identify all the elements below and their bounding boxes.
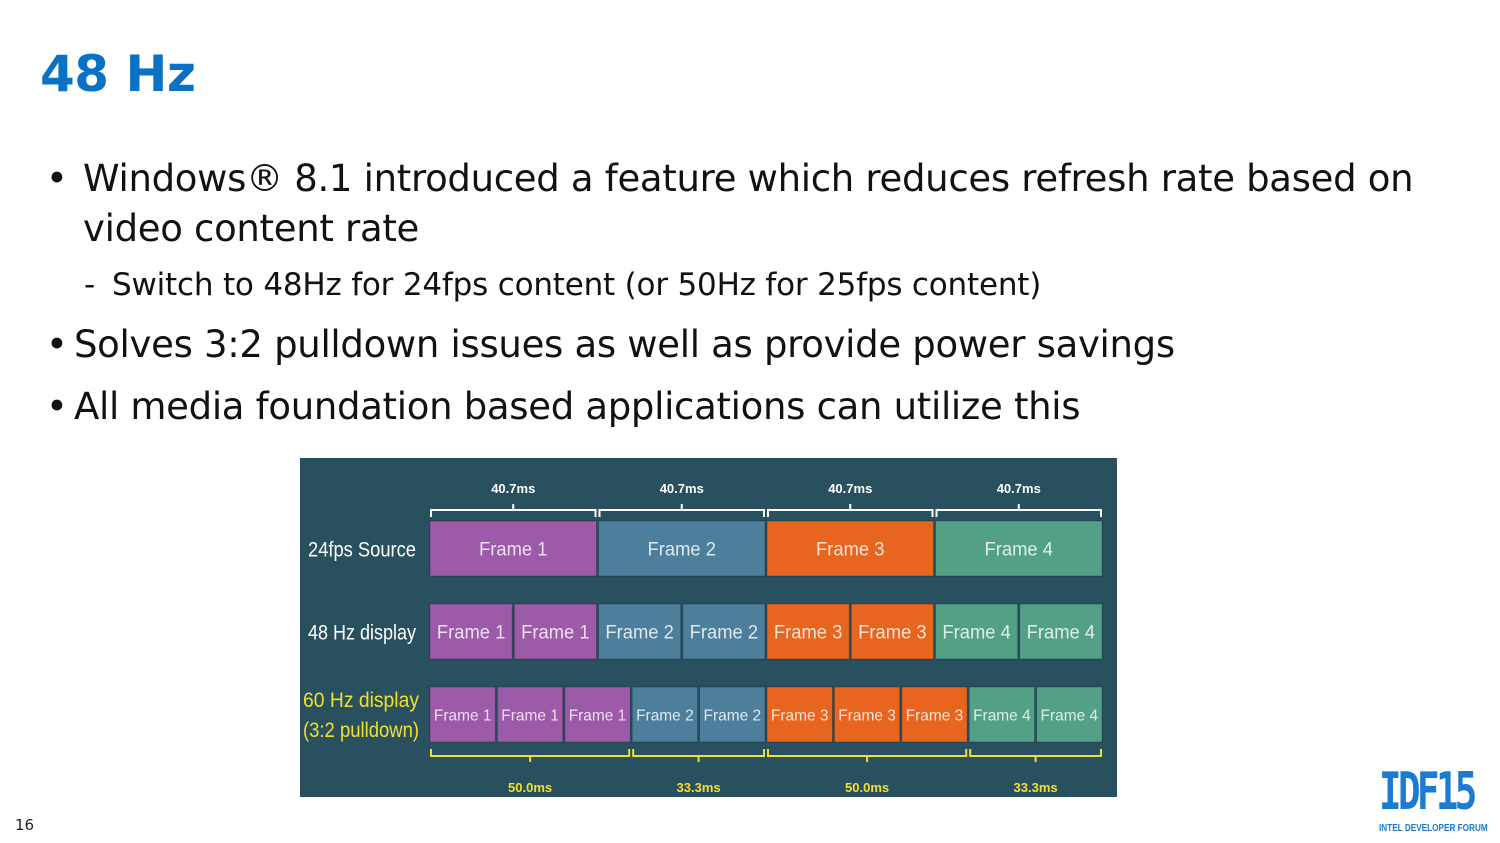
bottom-interval-label: 50.0ms <box>845 780 889 795</box>
idf15-logo-subtitle: INTEL DEVELOPER FORUM <box>1379 823 1488 834</box>
frame-cell <box>699 686 766 743</box>
frame-cell <box>429 686 496 743</box>
frame-cell <box>564 686 631 743</box>
frame-cell <box>935 520 1103 577</box>
bullet-dot: • <box>46 385 68 428</box>
frame-cell-label: Frame 3 <box>858 622 926 643</box>
frame-cell-label: Frame 1 <box>479 539 547 560</box>
frame-cell <box>429 520 597 577</box>
bullet-text: All media foundation based applications … <box>74 385 1081 428</box>
sub-bullet-item: - Switch to 48Hz for 24fps content (or 5… <box>40 264 1460 306</box>
frame-cell <box>598 603 682 660</box>
frame-cell-label: Frame 2 <box>605 622 673 643</box>
sub-bullet-text: Switch to 48Hz for 24fps content (or 50H… <box>112 267 1042 303</box>
frame-cell <box>1036 686 1103 743</box>
bottom-interval-bracket <box>969 749 1102 762</box>
bullet-dot: • <box>46 157 68 200</box>
frame-cell-label: Frame 4 <box>1041 707 1099 724</box>
row-label: (3:2 pulldown) <box>303 719 419 742</box>
idf15-logo-mark: IDF15 <box>1379 762 1477 822</box>
frame-cell <box>429 603 513 660</box>
top-interval-label: 40.7ms <box>660 481 704 496</box>
frame-cell <box>833 686 901 743</box>
bullet-item: • Windows® 8.1 introduced a feature whic… <box>40 154 1460 254</box>
frame-cell <box>598 520 766 577</box>
frame-cell-label: Frame 2 <box>636 707 694 724</box>
frame-cell <box>935 603 1019 660</box>
idf15-logo: IDF15 INTEL DEVELOPER FORUM <box>1379 762 1488 839</box>
frame-cell-label: Frame 3 <box>816 539 884 560</box>
bullet-text: Windows® 8.1 introduced a feature which … <box>83 157 1414 250</box>
top-interval-label: 40.7ms <box>997 481 1041 496</box>
frame-cell-label: Frame 2 <box>690 622 758 643</box>
frame-cell <box>766 520 934 577</box>
row-label: 48 Hz display <box>308 622 416 645</box>
top-interval-bracket <box>598 504 765 517</box>
frame-cell <box>766 686 833 743</box>
top-interval-bracket <box>430 504 597 517</box>
frame-cell-label: Frame 1 <box>569 707 627 724</box>
frame-cell-label: Frame 1 <box>437 622 505 643</box>
bullet-dot: • <box>46 323 68 366</box>
frame-cell <box>850 603 934 660</box>
frame-cell-label: Frame 3 <box>838 707 896 724</box>
bottom-interval-bracket <box>430 749 631 762</box>
frame-cell <box>766 603 850 660</box>
row-label: 60 Hz display <box>303 689 419 712</box>
frame-cell-label: Frame 3 <box>906 707 964 724</box>
bottom-interval-bracket <box>767 749 968 762</box>
frame-cell-label: Frame 1 <box>501 707 559 724</box>
bullet-list: • Windows® 8.1 introduced a feature whic… <box>40 154 1460 432</box>
frame-cell-label: Frame 1 <box>521 622 589 643</box>
bottom-interval-label: 50.0ms <box>508 780 552 795</box>
bullet-item: • Solves 3:2 pulldown issues as well as … <box>40 320 1460 370</box>
top-interval-bracket <box>767 504 934 517</box>
frame-cell-label: Frame 2 <box>704 707 762 724</box>
frame-cell <box>968 686 1036 743</box>
frame-cell-label: Frame 4 <box>942 622 1011 643</box>
sub-bullet-dash: - <box>84 267 95 303</box>
bottom-interval-bracket <box>632 749 765 762</box>
slide-title: 48 Hz <box>40 45 196 103</box>
frame-cell-label: Frame 4 <box>1027 622 1096 643</box>
frame-cell-label: Frame 2 <box>648 539 716 560</box>
frame-cell <box>631 686 699 743</box>
bottom-interval-label: 33.3ms <box>1014 780 1058 795</box>
frame-cell <box>1019 603 1103 660</box>
frame-cell-label: Frame 3 <box>771 707 829 724</box>
row-label: 24fps Source <box>308 539 416 562</box>
frame-cell-label: Frame 4 <box>985 539 1054 560</box>
top-interval-bracket <box>935 504 1102 517</box>
frame-cell <box>901 686 968 743</box>
frame-cell <box>513 603 597 660</box>
frame-cell-label: Frame 3 <box>774 622 842 643</box>
frame-cell <box>682 603 766 660</box>
top-interval-label: 40.7ms <box>491 481 535 496</box>
frame-cell <box>496 686 564 743</box>
bullet-text: Solves 3:2 pulldown issues as well as pr… <box>74 323 1175 366</box>
bullet-item: • All media foundation based application… <box>40 382 1460 432</box>
bottom-interval-label: 33.3ms <box>677 780 721 795</box>
page-number: 16 <box>15 816 35 834</box>
frame-cell-label: Frame 4 <box>973 707 1031 724</box>
top-interval-label: 40.7ms <box>828 481 872 496</box>
frame-cell-label: Frame 1 <box>434 707 492 724</box>
